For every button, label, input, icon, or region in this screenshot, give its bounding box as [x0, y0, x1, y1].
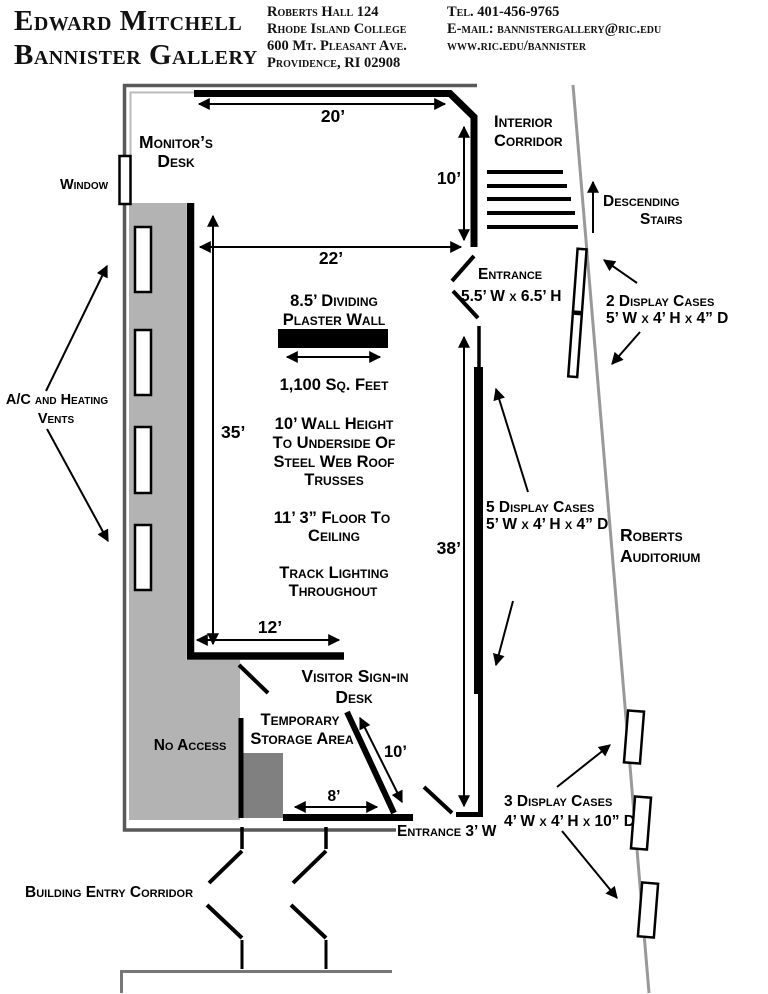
temporary-storage-area-fill: [243, 753, 283, 818]
main-entrance-door-swing-upper: [450, 254, 476, 283]
descending-stairs-label-2: Stairs: [640, 211, 683, 228]
floor-ceiling-label-2: Ceiling: [308, 527, 360, 545]
no-access-area: [129, 203, 240, 820]
vent-2: [133, 328, 153, 397]
wall-height-label-1: 10’ Wall Height: [275, 415, 394, 433]
track-lighting-label-2: Throughout: [289, 582, 378, 600]
ac-vents-label-2: Vents: [38, 411, 75, 427]
display5-size: 5’ W x 4’ H x 4” D: [486, 516, 608, 533]
display2-arrow-lower: [611, 331, 641, 365]
main-entrance-size: 5.5’ W x 6.5’ H: [461, 288, 561, 305]
display2-label: 2 Display Cases: [606, 293, 714, 310]
display3-label: 3 Display Cases: [504, 793, 612, 810]
top-wall: [194, 90, 478, 247]
ac-vents-arrow-up: [45, 264, 108, 392]
display-case-3c-symbol: [636, 881, 660, 939]
dim-38ft-label: 38’: [437, 538, 461, 558]
ac-vents-arrow-down: [46, 428, 109, 543]
building-entry-label: Building Entry Corridor: [25, 884, 193, 901]
visitor-desk-label-2: Desk: [335, 687, 373, 707]
visitor-desk-wall: [344, 710, 397, 815]
roberts-auditorium-label-2: Auditorium: [620, 546, 700, 566]
desk-corner-door-swing: [237, 663, 270, 695]
roberts-auditorium-label-1: Roberts: [620, 525, 683, 545]
temporary-storage-label-1: Temporary: [261, 711, 340, 729]
main-entrance-label: Entrance: [478, 266, 542, 283]
gallery-title-line1: Edward Mitchell: [14, 5, 243, 37]
vent-4: [133, 523, 153, 592]
contact-phone: Tel. 401-456-9765: [447, 4, 560, 20]
wall-height-label-4: Trusses: [304, 471, 363, 489]
display-case-3b-symbol: [629, 795, 653, 851]
dividing-wall-symbol: [278, 329, 388, 348]
floor-ceiling-label-1: 11’ 3” Floor To: [274, 509, 390, 527]
interior-corridor-label-2: Corridor: [494, 132, 563, 150]
wall-height-label-3: Steel Web Roof: [274, 453, 395, 471]
outer-boundary-wall: [122, 83, 477, 832]
vent-1: [133, 225, 153, 294]
gallery-title-line2: Bannister Gallery: [14, 39, 258, 71]
display-case-3a-symbol: [622, 709, 646, 765]
address-line1: Roberts Hall 124: [267, 4, 379, 20]
gallery-contact: Tel. 401-456-9765 E-mail: bannistergalle…: [447, 4, 661, 55]
display2-arrow-upper: [603, 259, 638, 284]
dim-20ft-label: 20’: [321, 106, 345, 126]
display-cases-2-symbol: [566, 247, 588, 379]
descending-stairs-label-1: Descending: [603, 193, 680, 210]
dim-10ft-desk-label: 10’: [384, 743, 407, 761]
display5-arrow-upper: [493, 387, 529, 493]
display3-arrow-upper: [556, 744, 611, 788]
lower-structure-wall: [120, 970, 392, 993]
dim-10ft-corridor-label: 10’: [437, 168, 461, 188]
interior-corridor-label-1: Interior: [494, 113, 553, 131]
dividing-wall-label-1: 8.5’ Dividing: [290, 292, 378, 310]
monitors-desk-label-2: Desk: [157, 151, 195, 171]
gallery-address: Roberts Hall 124 Rhode Island College 60…: [267, 4, 407, 72]
dividing-wall-label-2: Plaster Wall: [283, 311, 386, 329]
gallery-title: Edward Mitchell Bannister Gallery: [14, 4, 258, 72]
dim-12ft-label: 12’: [258, 617, 282, 637]
display2-size: 5’ W x 4’ H x 4” D: [606, 310, 728, 327]
ac-vents-label-1: A/C and Heating: [6, 392, 108, 408]
address-line4: Providence, RI 02908: [267, 55, 401, 71]
no-access-label: No Access: [154, 737, 227, 754]
area-label: 1,100 Sq. Feet: [280, 376, 389, 394]
rear-entrance-door-swing: [422, 785, 454, 815]
address-line2: Rhode Island College: [267, 21, 407, 37]
monitors-desk-label-1: Monitor’s: [139, 132, 213, 152]
entry-corridor-break-left: [205, 827, 244, 969]
dim-35ft-label: 35’: [221, 422, 245, 442]
window-label: Window: [60, 177, 109, 193]
window-symbol: [118, 154, 132, 206]
inner-boundary-line: [129, 91, 194, 156]
rear-entrance-label: Entrance 3’ W: [397, 823, 497, 840]
display5-label: 5 Display Cases: [486, 499, 594, 516]
track-lighting-label-1: Track Lighting: [279, 564, 388, 582]
dim-22ft-label: 22’: [319, 248, 343, 268]
contact-website: www.ric.edu/bannister: [447, 38, 587, 54]
vent-3: [133, 425, 153, 495]
dim-8ft-label: 8’: [328, 788, 341, 805]
temporary-storage-label-2: Storage Area: [250, 730, 354, 748]
corridor-stairs: [487, 170, 578, 229]
entry-corridor-break-right: [289, 827, 328, 969]
display3-arrow-lower: [561, 830, 618, 899]
left-inner-wall: [186, 203, 344, 660]
display3-size: 4’ W x 4’ H x 10” D: [504, 813, 635, 830]
visitor-desk-label-1: Visitor Sign-in: [301, 666, 408, 686]
dim-10ft-desk-line: [359, 716, 403, 804]
right-wall-lower: [456, 694, 483, 817]
contact-email: E-mail: bannistergallery@ric.edu: [447, 21, 662, 37]
display5-arrow-lower: [492, 600, 514, 667]
address-line3: 600 Mt. Pleasant Ave.: [267, 38, 407, 54]
wall-height-label-2: To Underside Of: [273, 434, 396, 452]
main-entrance-door-swing-lower: [451, 289, 480, 320]
